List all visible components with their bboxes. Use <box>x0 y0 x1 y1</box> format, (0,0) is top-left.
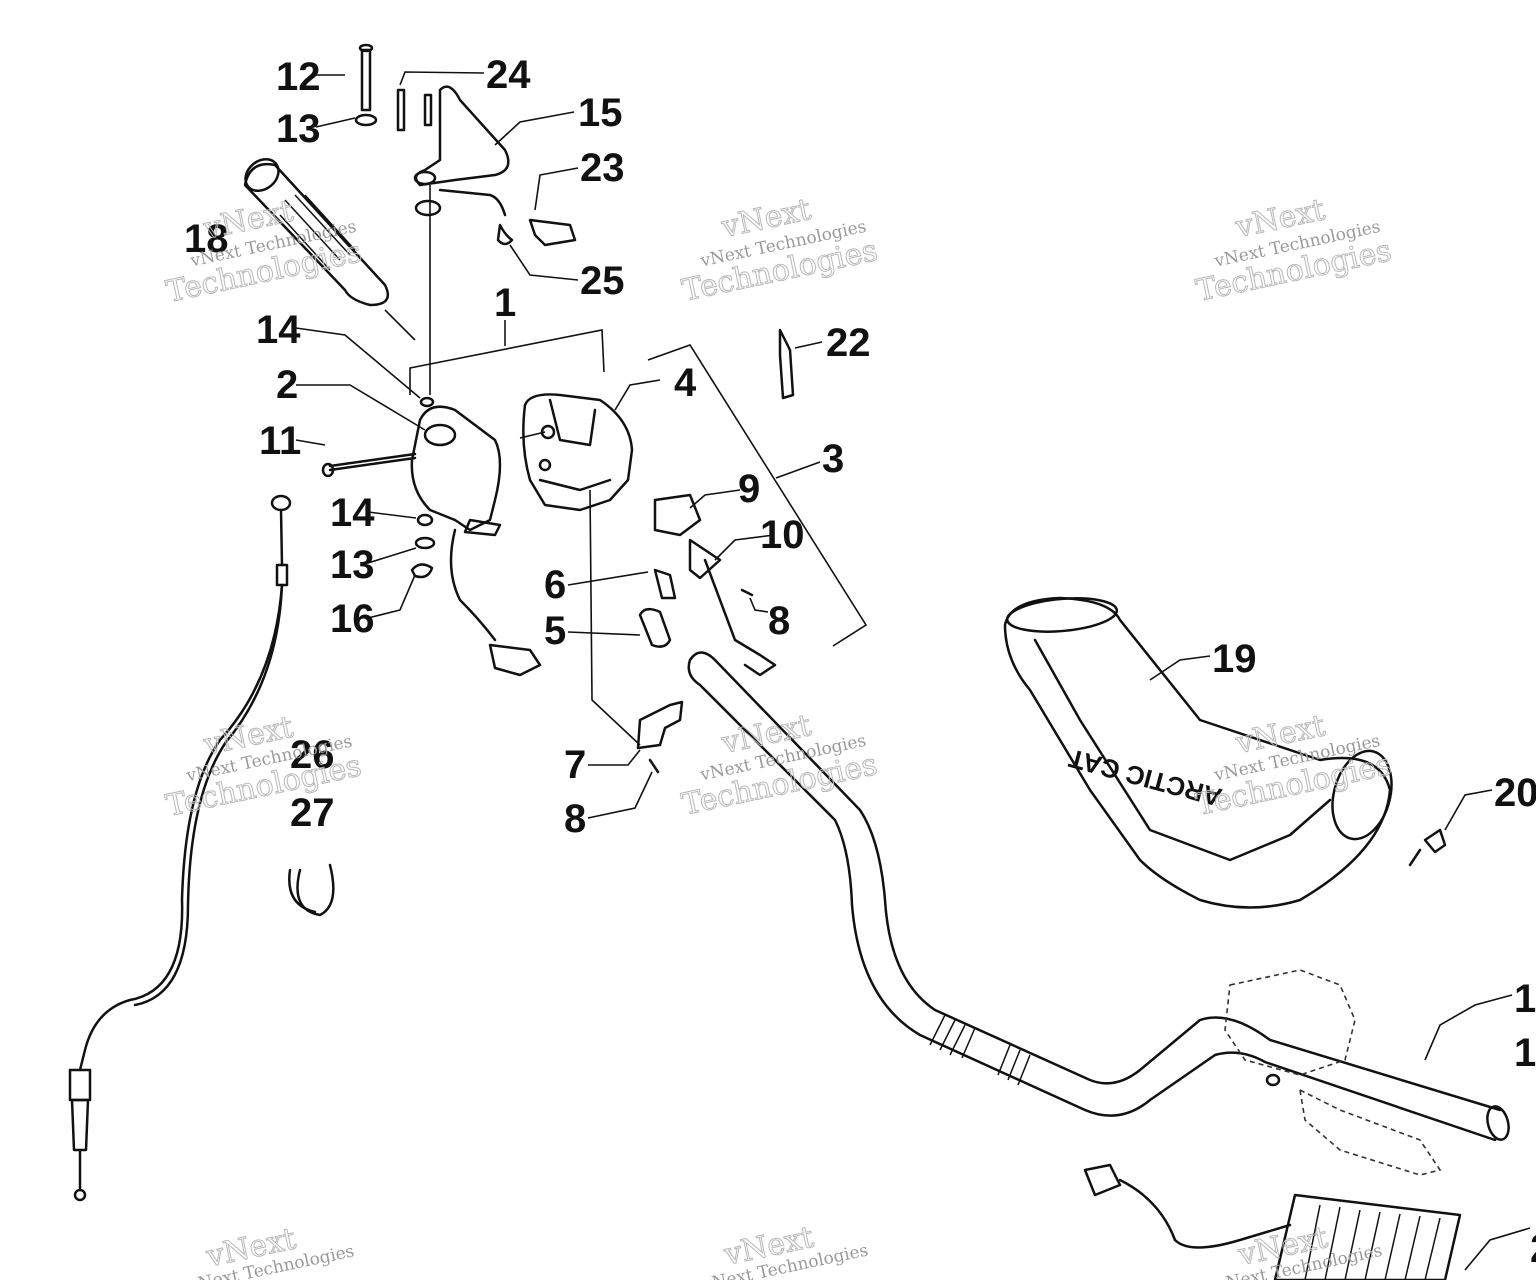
part-label-10: 10 <box>760 513 805 557</box>
switch-housing-part <box>522 393 634 512</box>
throttle-housing-part <box>410 405 502 642</box>
watermark-midright: vNext vNext Technologies Technologies <box>1192 708 1394 824</box>
part-label-2: 2 <box>276 363 298 407</box>
part-label-8b: 8 <box>564 797 586 841</box>
part-label-21: 21 <box>1530 1227 1536 1271</box>
pin-part <box>354 43 378 127</box>
part-label-15: 15 <box>578 91 623 135</box>
clip-part <box>778 328 795 400</box>
part-label-3: 3 <box>822 437 844 481</box>
part-label-5: 5 <box>544 609 566 653</box>
part-label-16: 16 <box>330 597 375 641</box>
watermark-bottomcenter: vNext vNext Technologies <box>700 1219 870 1280</box>
group-brackets <box>409 320 868 647</box>
part-label-22: 22 <box>826 321 871 365</box>
part-label-12: 12 <box>276 55 321 99</box>
part-label-4: 4 <box>674 361 697 405</box>
part-label-17: 17 <box>1514 977 1536 1021</box>
throttle-cable-part <box>68 494 292 1202</box>
bolt-part <box>321 452 417 478</box>
brake-assembly-part <box>1224 969 1442 1176</box>
part-labels: 12 13 24 15 23 18 25 1 14 22 2 4 11 3 9 … <box>184 53 1536 1271</box>
bracket-part <box>636 700 684 774</box>
part-label-14b: 14 <box>330 491 375 535</box>
handlebar-part <box>687 651 1510 1142</box>
housing-connector-part <box>488 643 542 677</box>
screw-part <box>1408 828 1447 867</box>
part-label-8a: 8 <box>768 599 790 643</box>
part-label-24: 24 <box>486 53 531 97</box>
part-label-13: 13 <box>276 107 321 151</box>
leader-lines <box>295 71 1531 1271</box>
part-label-19: 19 <box>1212 637 1257 681</box>
watermark-topcenter: vNext vNext Technologies Technologies <box>679 192 881 310</box>
part-label-18b: 18 <box>1514 1031 1536 1075</box>
washers-part <box>410 396 436 579</box>
watermark-midcenter: vNext vNext Technologies Technologies <box>678 708 880 824</box>
part-label-11: 11 <box>259 419 301 463</box>
part-label-18: 18 <box>184 217 229 261</box>
bulb-part <box>638 568 677 648</box>
part-label-14: 14 <box>256 308 301 352</box>
part-label-20: 20 <box>1494 771 1536 815</box>
part-label-26: 26 <box>290 733 335 777</box>
part-label-27: 27 <box>290 791 335 835</box>
switch-part <box>653 493 777 677</box>
part-label-13b: 13 <box>330 543 375 587</box>
watermark-topright: vNext vNext Technologies Technologies <box>1193 192 1395 310</box>
part-label-7: 7 <box>564 743 586 787</box>
part-label-25: 25 <box>580 259 625 303</box>
part-label-9: 9 <box>738 467 760 511</box>
part-label-6: 6 <box>544 563 566 607</box>
part-label-23: 23 <box>580 146 625 190</box>
part-label-1: 1 <box>494 281 516 325</box>
grip-part <box>243 157 390 307</box>
connector-part <box>496 218 577 247</box>
heater-element-part <box>1083 1163 1462 1280</box>
watermark-bottomleft: vNext vNext Technologies <box>186 1221 356 1280</box>
band-clamp-part <box>288 863 335 917</box>
throttle-lever-part <box>396 85 510 217</box>
